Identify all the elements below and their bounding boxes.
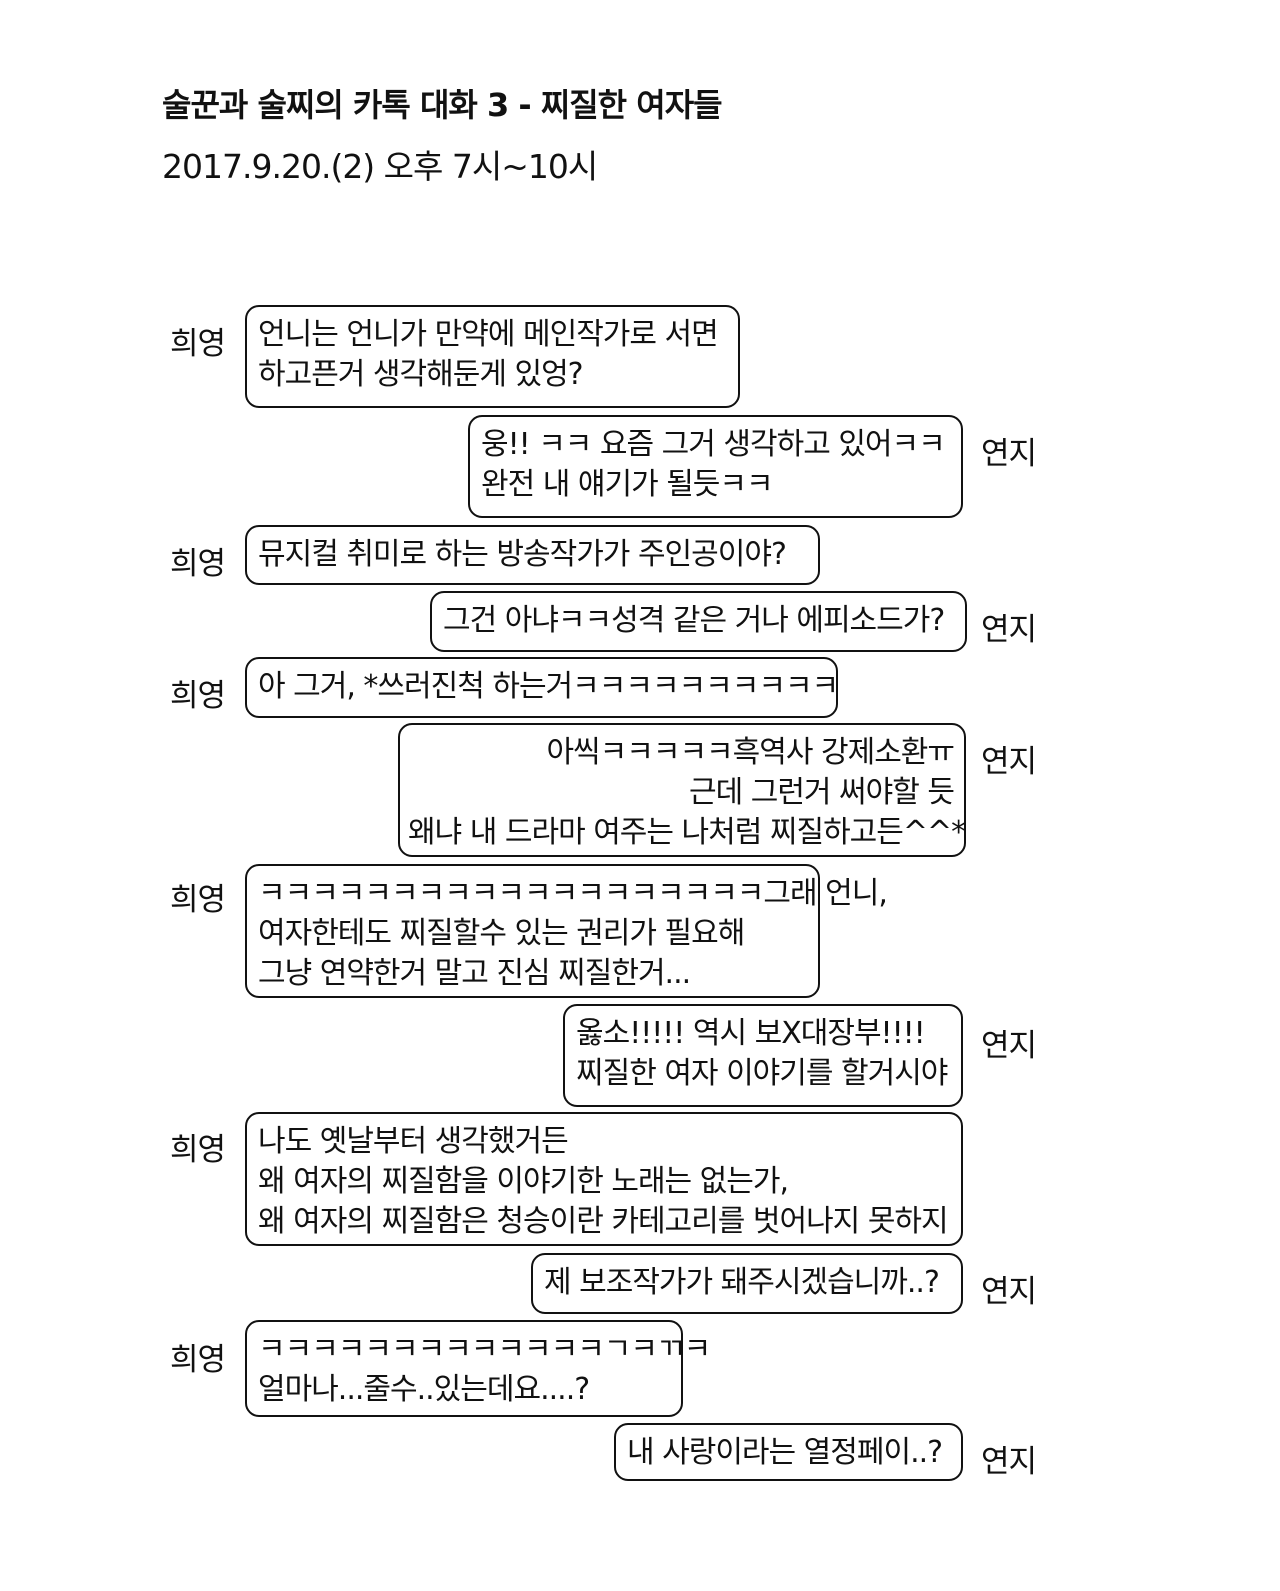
speaker-name-right: 연지 <box>981 436 1037 472</box>
conversation-date: 2017.9.20.(2) 오후 7시~10시 <box>162 147 598 186</box>
speaker-name-left: 희영 <box>170 882 226 918</box>
message-line: 나도 옛날부터 생각했거든 <box>258 1124 569 1159</box>
message-line: ㅋㅋㅋㅋㅋㅋㅋㅋㅋㅋㅋㅋㅋㅋㅋㅋㅋㅋㅋ그래 언니, <box>258 876 888 911</box>
speaker-name-right: 연지 <box>981 612 1037 648</box>
message-line: 아 그거, *쓰러진척 하는거ㅋㅋㅋㅋㅋㅋㅋㅋㅋㅋ <box>258 669 839 704</box>
message-bubble: 아 그거, *쓰러진척 하는거ㅋㅋㅋㅋㅋㅋㅋㅋㅋㅋ <box>245 657 839 718</box>
message-bubble: 웅!! ㅋㅋ 요즘 그거 생각하고 있어ㅋㅋ 완전 내 얘기가 될듯ㅋㅋ <box>468 415 963 518</box>
message-line: 찌질한 여자 이야기를 할거시야 <box>576 1056 948 1091</box>
message-line: 여자한테도 찌질할수 있는 권리가 필요해 <box>258 916 745 951</box>
message-line: 언니는 언니가 만약에 메인작가로 서면 <box>258 317 719 352</box>
message-line: 제 보조작가가 돼주시겠습니까..? <box>544 1265 940 1300</box>
message-bubble: 내 사랑이라는 열정페이..? <box>614 1423 963 1481</box>
message-bubble: 나도 옛날부터 생각했거든 왜 여자의 찌질함을 이야기한 노래는 없는가, 왜… <box>245 1112 963 1246</box>
speaker-name-left: 희영 <box>170 1342 226 1378</box>
message-line: 얼마나...줄수..있는데요....? <box>258 1372 590 1407</box>
page-title: 술꾼과 술찌의 카톡 대화 3 - 찌질한 여자들 <box>162 86 723 124</box>
speaker-name-right: 연지 <box>981 1274 1037 1310</box>
message-bubble: ㅋㅋㅋㅋㅋㅋㅋㅋㅋㅋㅋㅋㅋㅋㅋㅋㅋㅋㅋ그래 언니, 여자한테도 찌질할수 있는 … <box>245 864 888 998</box>
message-line: 왜 여자의 찌질함은 청승이란 카테고리를 벗어나지 못하지 <box>258 1204 949 1239</box>
message-bubble: ㅋㅋㅋㅋㅋㅋㅋㅋㅋㅋㅋㅋㅋㄱㅋㄲㅋ 얼마나...줄수..있는데요....? <box>245 1320 711 1417</box>
speaker-name-right: 연지 <box>981 744 1037 780</box>
speaker-name-left: 희영 <box>170 678 226 714</box>
message-line: 완전 내 얘기가 될듯ㅋㅋ <box>481 467 774 502</box>
message-bubble: 언니는 언니가 만약에 메인작가로 서면 하고픈거 생각해둔게 있엉? <box>245 305 740 408</box>
message-line: 옳소!!!!! 역시 보X대장부!!!! <box>576 1016 926 1051</box>
speaker-name-left: 희영 <box>170 326 226 362</box>
speaker-name-left: 희영 <box>170 546 226 582</box>
message-line: 왜냐 내 드라마 여주는 나처럼 찌질하고든^^* <box>408 815 966 850</box>
message-bubble: 그건 아냐ㅋㅋ성격 같은 거나 에피소드가? <box>430 591 967 652</box>
message-bubble: 옳소!!!!! 역시 보X대장부!!!! 찌질한 여자 이야기를 할거시야 <box>563 1004 963 1107</box>
message-line: 그건 아냐ㅋㅋ성격 같은 거나 에피소드가? <box>443 603 945 638</box>
message-line: 아씩ㅋㅋㅋㅋㅋ흑역사 강제소환ㅠ <box>546 735 955 770</box>
speaker-name-left: 희영 <box>170 1132 226 1168</box>
message-line: 근데 그런거 써야할 듯 <box>688 775 955 810</box>
message-line: 웅!! ㅋㅋ 요즘 그거 생각하고 있어ㅋㅋ <box>481 427 946 462</box>
message-bubble: 아씩ㅋㅋㅋㅋㅋ흑역사 강제소환ㅠ 근데 그런거 써야할 듯 왜냐 내 드라마 여… <box>398 723 966 857</box>
message-line: 뮤지컬 취미로 하는 방송작가가 주인공이야? <box>258 537 787 572</box>
message-line: 왜 여자의 찌질함을 이야기한 노래는 없는가, <box>258 1164 789 1199</box>
speaker-name-right: 연지 <box>981 1028 1037 1064</box>
speaker-name-right: 연지 <box>981 1444 1037 1480</box>
message-bubble: 뮤지컬 취미로 하는 방송작가가 주인공이야? <box>245 525 820 585</box>
message-line: 그냥 연약한거 말고 진심 찌질한거... <box>258 956 691 991</box>
message-line: 내 사랑이라는 열정페이..? <box>627 1435 943 1470</box>
message-line: ㅋㅋㅋㅋㅋㅋㅋㅋㅋㅋㅋㅋㅋㄱㅋㄲㅋ <box>258 1332 711 1367</box>
message-bubble: 제 보조작가가 돼주시겠습니까..? <box>531 1253 963 1314</box>
message-line: 하고픈거 생각해둔게 있엉? <box>258 357 584 392</box>
